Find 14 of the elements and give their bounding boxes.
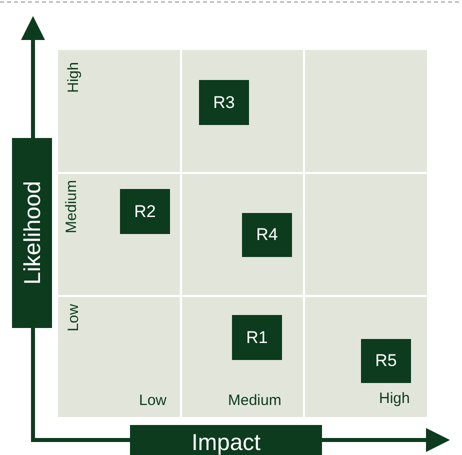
axis-title-box xyxy=(12,138,52,328)
axis-level-label: Low xyxy=(139,392,167,409)
risk-box: R3 xyxy=(199,80,249,125)
axis-level-label: Low xyxy=(65,304,82,332)
axis-level-label: Medium xyxy=(228,392,282,409)
axis-title-box: Impact xyxy=(130,425,322,455)
axis-level-label: Medium xyxy=(63,180,80,234)
risk-box: R4 xyxy=(242,213,292,257)
risk-box: R1 xyxy=(232,315,282,360)
axis-level-label: High xyxy=(379,390,410,407)
axis-level-label: High xyxy=(65,62,82,93)
risk-box: R2 xyxy=(120,189,170,234)
risk-box: R5 xyxy=(361,339,411,383)
axis-title: Likelihood xyxy=(18,181,46,285)
